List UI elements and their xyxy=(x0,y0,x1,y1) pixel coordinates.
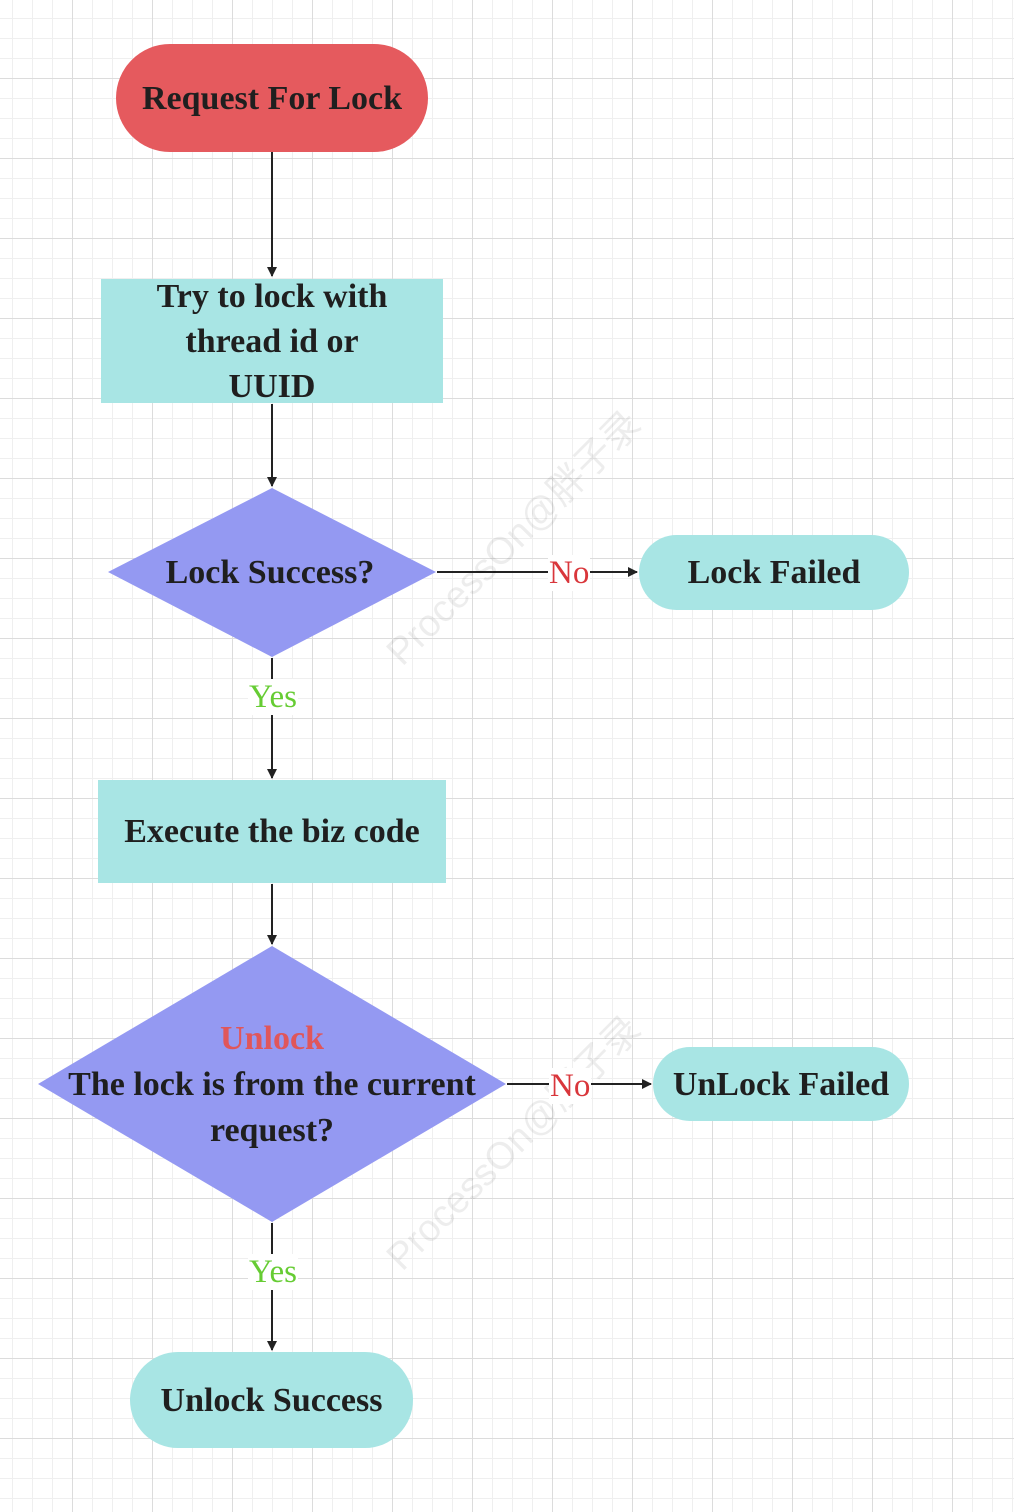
decision-unlock-check-shape[interactable] xyxy=(38,946,506,1222)
process-node-line: Try to lock with xyxy=(156,277,388,315)
edge-label-yes: Yes xyxy=(248,679,299,715)
process-node-try-lock[interactable]: Try to lock with thread id or UUID xyxy=(101,278,443,405)
decision-unlock-check-label: Unlock The lock is from the current requ… xyxy=(40,1015,504,1155)
decision-lock-success-shape[interactable] xyxy=(108,488,436,657)
process-node-label: Execute the biz code xyxy=(124,813,420,850)
decision-text: Lock Success? xyxy=(165,554,375,591)
end-node-unlock-success[interactable]: Unlock Success xyxy=(130,1352,413,1448)
decision-title: Unlock xyxy=(220,1020,324,1057)
start-node-request-for-lock[interactable]: Request For Lock xyxy=(116,44,428,152)
decision-lock-success-label: Lock Success? xyxy=(120,548,420,598)
process-node-line: thread id or xyxy=(185,322,359,360)
decision-text: request? xyxy=(209,1112,335,1149)
start-node-label: Request For Lock xyxy=(141,79,403,117)
end-node-unlock-failed[interactable]: UnLock Failed xyxy=(653,1047,909,1121)
end-node-label: Unlock Success xyxy=(160,1381,383,1419)
edge-label-yes: Yes xyxy=(248,1254,299,1290)
end-node-lock-failed[interactable]: Lock Failed xyxy=(639,535,909,610)
end-node-label: Lock Failed xyxy=(687,554,861,591)
end-node-label: UnLock Failed xyxy=(672,1065,890,1103)
edge-label-no: No xyxy=(548,555,591,591)
process-node-execute-biz-code[interactable]: Execute the biz code xyxy=(98,780,446,883)
edge-label-no: No xyxy=(549,1068,592,1104)
decision-text: The lock is from the current xyxy=(68,1066,476,1103)
process-node-line: UUID xyxy=(228,367,316,405)
